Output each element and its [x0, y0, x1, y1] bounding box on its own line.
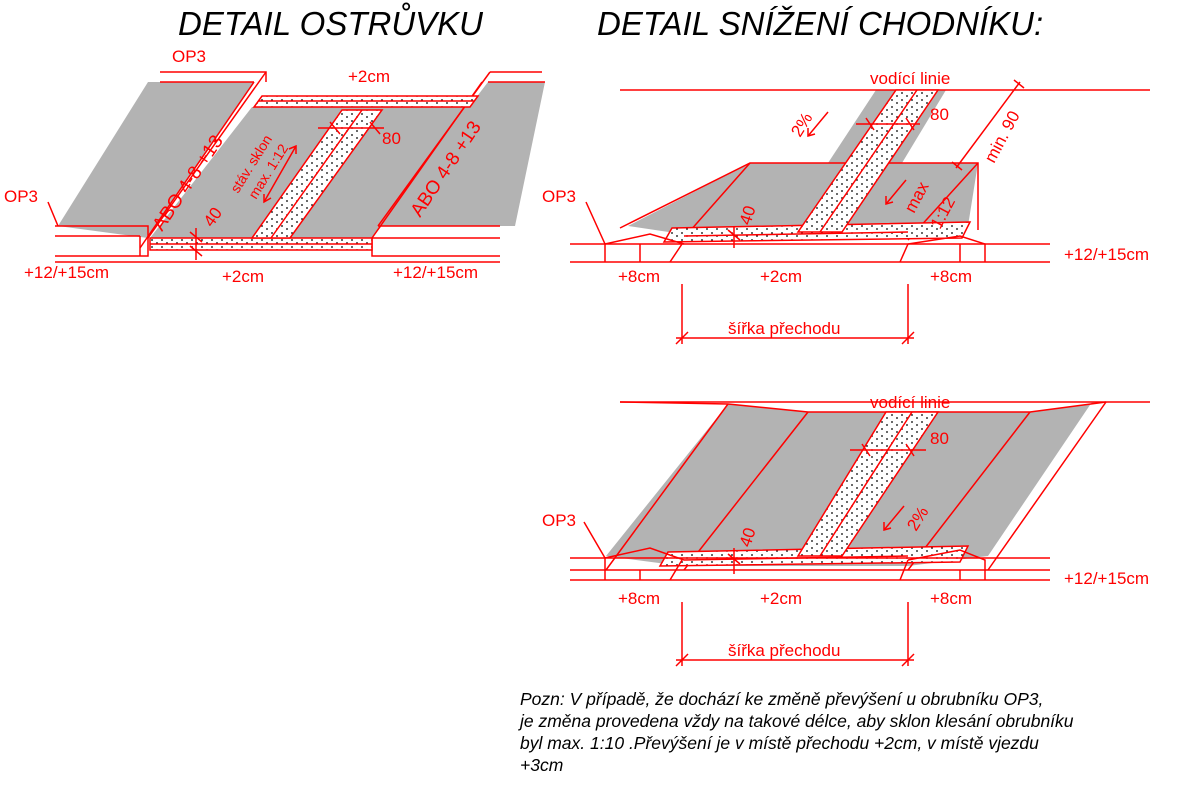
island-title: DETAIL OSTRŮVKU	[178, 2, 483, 42]
lowering2-curb-label: +12/+15cm	[1064, 569, 1149, 588]
island-right-surface	[378, 82, 545, 226]
lowering1-surface	[628, 163, 978, 234]
lowering2-detail	[570, 401, 1150, 667]
island-left-surface	[58, 82, 254, 238]
lowering1-guide-label: vodící linie	[870, 69, 950, 88]
note-line-2: je změna provedena vždy na takové délce,…	[520, 711, 1074, 731]
island-curb-top-left	[160, 71, 267, 82]
note-line-1: Pozn: V případě, že dochází ke změně pře…	[520, 689, 1044, 709]
island-detail	[47, 71, 545, 263]
lowering1-min90-label: min. 90	[981, 108, 1024, 166]
island-dim-80-label: 80	[382, 129, 401, 148]
lowering2-width-label: šířka přechodu	[728, 641, 840, 660]
island-op3-left-label: OP3	[4, 187, 38, 206]
lowering1-curb-label: +12/+15cm	[1064, 245, 1149, 264]
island-plus2-top-label: +2cm	[348, 67, 390, 86]
lowering1-dim-40-label: 40	[736, 203, 760, 227]
lowering2-plus8-right-label: +8cm	[930, 589, 972, 608]
lowering2-plus8-left-label: +8cm	[618, 589, 660, 608]
lowering1-plus8-left-label: +8cm	[618, 267, 660, 286]
note-line-4: +3cm	[520, 755, 564, 775]
lowering1-plus2-label: +2cm	[760, 267, 802, 286]
lowering2-dim-40-label: 40	[736, 525, 760, 549]
note: Pozn: V případě, že dochází ke změně pře…	[520, 688, 1195, 776]
island-curb-right	[371, 238, 500, 257]
lowering2-guide-strip	[796, 411, 940, 557]
lowering1-width-label: šířka přechodu	[728, 319, 840, 338]
island-curb-right-label: +12/+15cm	[393, 263, 478, 282]
island-curb-left-label: +12/+15cm	[24, 263, 109, 282]
note-line-3: byl max. 1:10 .Převýšení je v místě přec…	[520, 733, 1039, 753]
island-plus2-bottom-label: +2cm	[222, 267, 264, 286]
lowering2-dim-80-label: 80	[930, 429, 949, 448]
lowering2-op3-label: OP3	[542, 511, 576, 530]
lowering1-plus8-right-label: +8cm	[930, 267, 972, 286]
lowering2-guide-label: vodící linie	[870, 393, 950, 412]
island-op3-top-label: OP3	[172, 47, 206, 66]
sidewalk-title: DETAIL SNÍŽENÍ CHODNÍKU:	[597, 5, 1043, 42]
island-curb-left	[55, 225, 149, 257]
lowering1-dim-80-label: 80	[930, 105, 949, 124]
lowering1-op3-label: OP3	[542, 187, 576, 206]
lowering1-detail	[570, 79, 1150, 345]
lowering2-plus2-label: +2cm	[760, 589, 802, 608]
